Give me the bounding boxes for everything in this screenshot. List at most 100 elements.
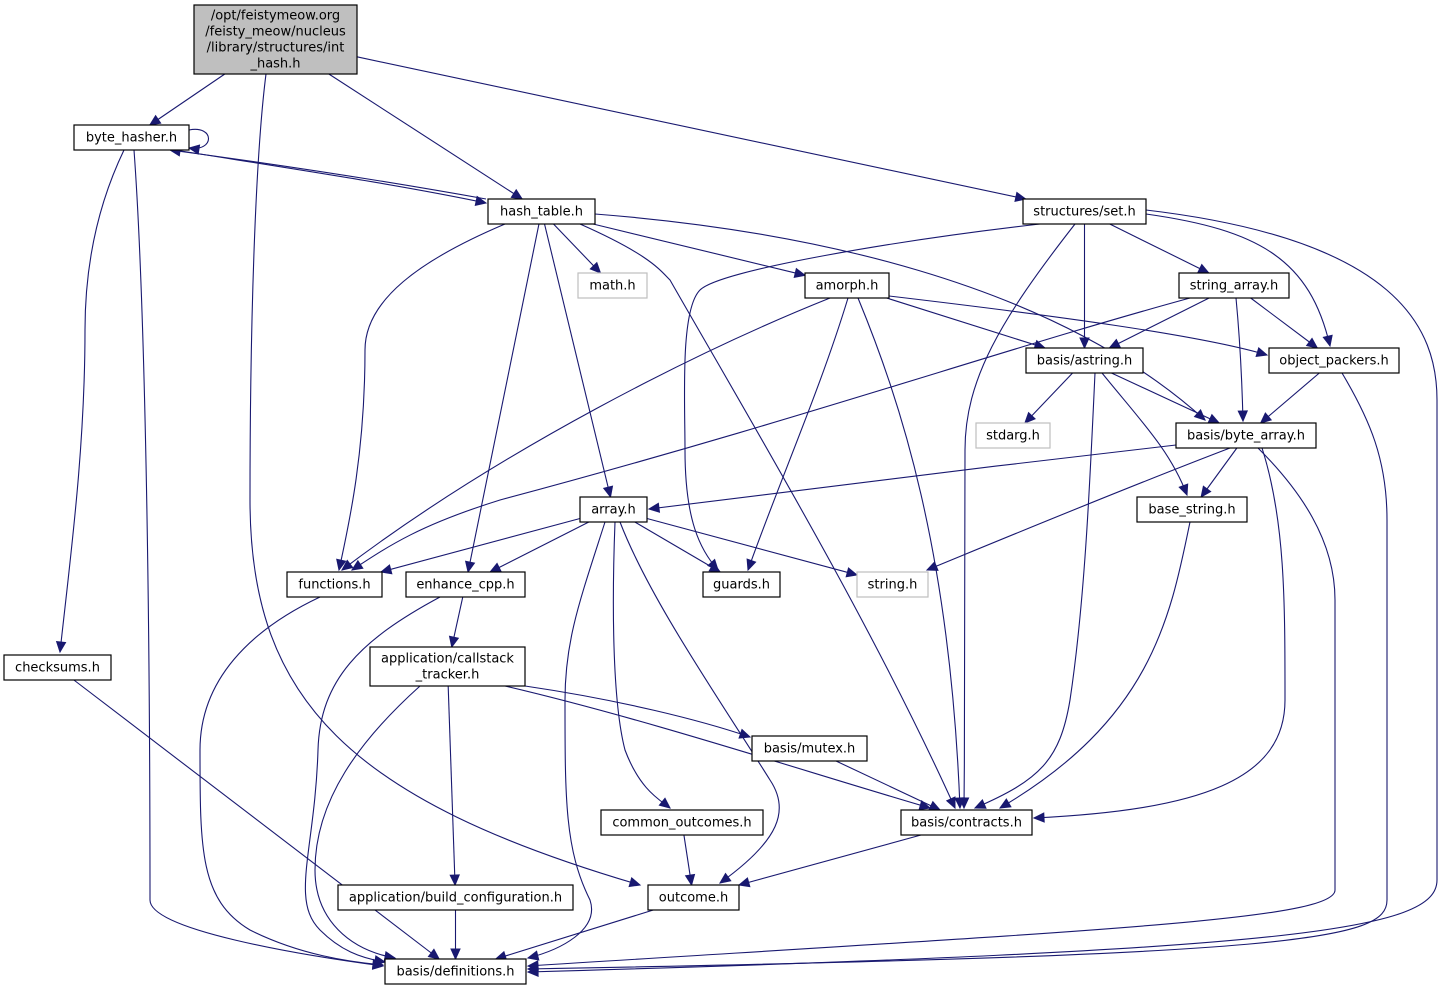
node-label: basis/astring.h <box>1037 354 1132 369</box>
node-label: object_packers.h <box>1279 354 1388 369</box>
node-label: basis/definitions.h <box>396 965 514 980</box>
edge-amorph-to-astring <box>886 297 1046 349</box>
node-box <box>577 272 648 299</box>
edge-astring-to-byte-array-arrowhead <box>1207 413 1221 424</box>
node-string-array[interactable]: string_array.h <box>1178 272 1290 299</box>
edge-amorph-to-contracts <box>857 297 961 809</box>
node-root[interactable]: /opt/feistymeow.org/feisty_meow/nucleus/… <box>193 4 358 75</box>
node-label: /opt/feistymeow.org <box>211 9 340 24</box>
node-label: application/callstack <box>381 652 514 667</box>
edge-string-array-to-functions-arrowhead <box>350 559 364 571</box>
node-label: amorph.h <box>816 279 879 294</box>
node-label: byte_hasher.h <box>86 131 177 146</box>
edge-set-to-guards <box>683 223 1041 571</box>
node-functions[interactable]: functions.h <box>286 571 383 598</box>
edge-hash-table-to-enhance-cpp-arrowhead <box>464 560 476 574</box>
edge-amorph-to-guards-arrowhead <box>746 558 757 572</box>
node-astring[interactable]: basis/astring.h <box>1025 347 1144 374</box>
node-box <box>286 571 383 598</box>
edge-enhance-cpp-to-definitions-arrowhead <box>373 955 387 966</box>
node-outcome[interactable]: outcome.h <box>647 884 740 911</box>
edge-root-to-set <box>356 56 1026 200</box>
node-base-string[interactable]: base_string.h <box>1136 496 1248 523</box>
edge-astring-to-byte-array <box>1111 372 1220 424</box>
edge-callstack-to-build-config-arrowhead <box>449 874 460 887</box>
edge-byte-array-to-string-h-arrowhead <box>925 561 939 571</box>
node-object-packers[interactable]: object_packers.h <box>1268 347 1400 374</box>
edge-contracts-to-outcome <box>738 834 922 886</box>
node-box <box>369 646 526 687</box>
edge-string-array-to-byte-array-arrowhead <box>1237 410 1249 423</box>
node-box <box>1268 347 1400 374</box>
edge-byte-hasher-to-hash-table-arrowhead <box>474 195 488 207</box>
node-guards[interactable]: guards.h <box>702 571 781 598</box>
edge-array-to-definitions-arrowhead <box>526 950 540 961</box>
edge-set-to-astring-arrowhead <box>1079 337 1090 350</box>
node-box <box>384 958 527 985</box>
node-enhance-cpp[interactable]: enhance_cpp.h <box>405 571 526 598</box>
node-byte-hasher[interactable]: byte_hasher.h <box>73 124 190 151</box>
edge-set-to-contracts <box>963 223 1076 809</box>
edge-amorph-to-object-packers <box>888 295 1268 356</box>
edge-hash-table-to-enhance-cpp <box>467 223 540 573</box>
node-build-config[interactable]: application/build_configuration.h <box>337 884 574 911</box>
edge-checksums-to-definitions <box>73 679 440 960</box>
node-label: guards.h <box>713 578 770 593</box>
node-label: common_outcomes.h <box>612 816 751 831</box>
edge-amorph-to-object-packers-arrowhead <box>1255 346 1269 358</box>
node-box <box>1022 198 1147 225</box>
node-contracts[interactable]: basis/contracts.h <box>900 809 1033 836</box>
edge-hash-table-to-amorph <box>592 223 806 276</box>
edge-root-to-byte-hasher-arrowhead <box>148 114 162 126</box>
node-box <box>600 809 764 836</box>
node-callstack[interactable]: application/callstack_tracker.h <box>369 646 526 687</box>
node-string-h: string.h <box>856 571 929 598</box>
node-array[interactable]: array.h <box>579 496 648 523</box>
node-checksums[interactable]: checksums.h <box>3 654 112 681</box>
edge-hash-table-to-functions <box>338 223 506 571</box>
edge-enhance-cpp-to-definitions <box>304 596 441 963</box>
edge-set-to-object-packers <box>1145 213 1331 347</box>
edge-byte-hasher-to-checksums <box>59 149 125 653</box>
edge-base-string-to-contracts <box>999 521 1191 809</box>
node-stdarg: stdarg.h <box>975 422 1051 449</box>
edge-hash-table-to-byte-array <box>594 213 1206 421</box>
edge-amorph-to-contracts-arrowhead <box>954 797 965 810</box>
edge-astring-to-stdarg <box>1024 372 1073 424</box>
edge-set-to-string-array <box>1109 223 1209 274</box>
edge-byte-array-to-array <box>648 444 1177 510</box>
edge-byte-array-to-contracts <box>1033 447 1286 819</box>
node-mutex[interactable]: basis/mutex.h <box>751 735 868 762</box>
edge-amorph-to-functions-arrowhead <box>341 559 354 571</box>
node-definitions[interactable]: basis/definitions.h <box>384 958 527 985</box>
node-box <box>1175 422 1317 449</box>
node-label: hash_table.h <box>500 205 583 220</box>
edge-array-to-enhance-cpp <box>489 521 590 573</box>
node-math: math.h <box>577 272 648 299</box>
edge-callstack-to-definitions <box>314 685 421 959</box>
node-label: stdarg.h <box>986 429 1040 444</box>
edge-astring-to-contracts <box>974 372 1096 809</box>
edge-array-to-common-outcomes <box>612 521 671 809</box>
edge-array-to-outcome-arrowhead <box>719 872 732 884</box>
node-hash-table[interactable]: hash_table.h <box>487 198 596 225</box>
edge-object-packers-to-byte-array-arrowhead <box>1259 412 1273 424</box>
node-box <box>856 571 929 598</box>
edge-common-outcomes-to-outcome-arrowhead <box>684 873 696 887</box>
edge-root-to-byte-hasher <box>149 73 226 126</box>
edge-hash-table-to-array-arrowhead <box>602 485 614 499</box>
edge-root-to-hash-table-arrowhead <box>510 188 524 200</box>
edge-callstack-to-mutex <box>524 685 751 738</box>
node-byte-array[interactable]: basis/byte_array.h <box>1175 422 1317 449</box>
node-label: enhance_cpp.h <box>416 578 514 593</box>
edge-astring-to-contracts-arrowhead <box>973 799 987 809</box>
node-common-outcomes[interactable]: common_outcomes.h <box>600 809 764 836</box>
edge-contracts-to-outcome-arrowhead <box>737 877 751 888</box>
edge-amorph-to-guards <box>747 297 849 571</box>
edge-set-to-definitions <box>527 209 1438 973</box>
node-set[interactable]: structures/set.h <box>1022 198 1147 225</box>
node-amorph[interactable]: amorph.h <box>804 272 890 299</box>
node-box <box>1178 272 1290 299</box>
edge-array-to-common-outcomes-arrowhead <box>658 797 671 809</box>
